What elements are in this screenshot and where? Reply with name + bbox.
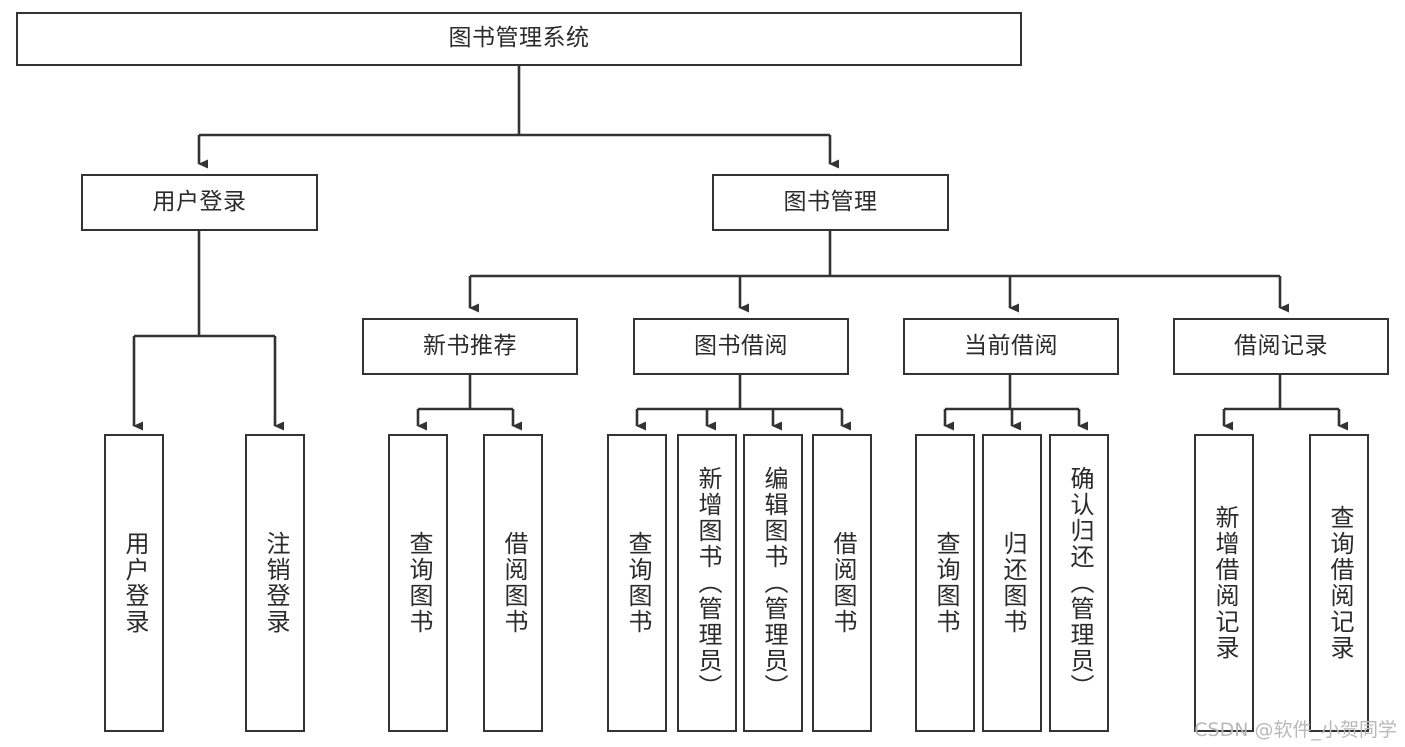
node-book-borrow[interactable]: 图书借阅 xyxy=(633,318,849,375)
node-book-manage[interactable]: 图书管理 xyxy=(712,174,949,231)
leaf-borrow-book-2-label: 借阅图书 xyxy=(828,531,857,635)
node-borrow-record[interactable]: 借阅记录 xyxy=(1173,318,1389,375)
leaf-edit-book-label: 编辑图书（管理员） xyxy=(759,466,788,700)
leaf-add-record-label: 新增借阅记录 xyxy=(1210,505,1239,661)
leaf-borrow-book-1-label: 借阅图书 xyxy=(499,531,528,635)
node-borrow-record-label: 借阅记录 xyxy=(1234,332,1328,359)
node-user-login[interactable]: 用户登录 xyxy=(81,174,318,231)
leaf-confirm-return-label: 确认归还（管理员） xyxy=(1065,466,1094,700)
leaf-add-book-label: 新增图书（管理员） xyxy=(693,466,722,700)
leaf-add-record[interactable]: 新增借阅记录 xyxy=(1194,434,1254,732)
leaf-query-book-1-label: 查询图书 xyxy=(404,531,433,635)
leaf-query-book-2-label: 查询图书 xyxy=(623,531,652,635)
node-new-book-recommend[interactable]: 新书推荐 xyxy=(362,318,578,375)
leaf-borrow-book-2[interactable]: 借阅图书 xyxy=(812,434,872,732)
leaf-add-book[interactable]: 新增图书（管理员） xyxy=(677,434,737,732)
node-book-manage-label: 图书管理 xyxy=(783,188,878,215)
node-root[interactable]: 图书管理系统 xyxy=(16,12,1022,66)
watermark: CSDN @软件_小贺同学 xyxy=(1194,719,1397,741)
leaf-borrow-book-1[interactable]: 借阅图书 xyxy=(483,434,543,732)
leaf-user-logout[interactable]: 注销登录 xyxy=(245,434,305,732)
node-current-borrow-label: 当前借阅 xyxy=(964,332,1058,359)
leaf-query-book-2[interactable]: 查询图书 xyxy=(607,434,667,732)
leaf-return-book-label: 归还图书 xyxy=(998,531,1027,635)
leaf-return-book[interactable]: 归还图书 xyxy=(982,434,1042,732)
node-book-borrow-label: 图书借阅 xyxy=(694,332,788,359)
node-new-book-recommend-label: 新书推荐 xyxy=(423,332,517,359)
leaf-user-login-label: 用户登录 xyxy=(120,531,149,635)
node-root-label: 图书管理系统 xyxy=(448,25,590,52)
leaf-query-book-3[interactable]: 查询图书 xyxy=(915,434,975,732)
leaf-query-record-label: 查询借阅记录 xyxy=(1325,505,1354,661)
leaf-user-logout-label: 注销登录 xyxy=(261,531,290,635)
leaf-confirm-return[interactable]: 确认归还（管理员） xyxy=(1049,434,1109,732)
leaf-query-record[interactable]: 查询借阅记录 xyxy=(1309,434,1369,732)
node-current-borrow[interactable]: 当前借阅 xyxy=(903,318,1119,375)
node-user-login-label: 用户登录 xyxy=(152,188,247,215)
leaf-query-book-1[interactable]: 查询图书 xyxy=(388,434,448,732)
leaf-edit-book[interactable]: 编辑图书（管理员） xyxy=(743,434,803,732)
leaf-user-login[interactable]: 用户登录 xyxy=(104,434,164,732)
leaf-query-book-3-label: 查询图书 xyxy=(931,531,960,635)
